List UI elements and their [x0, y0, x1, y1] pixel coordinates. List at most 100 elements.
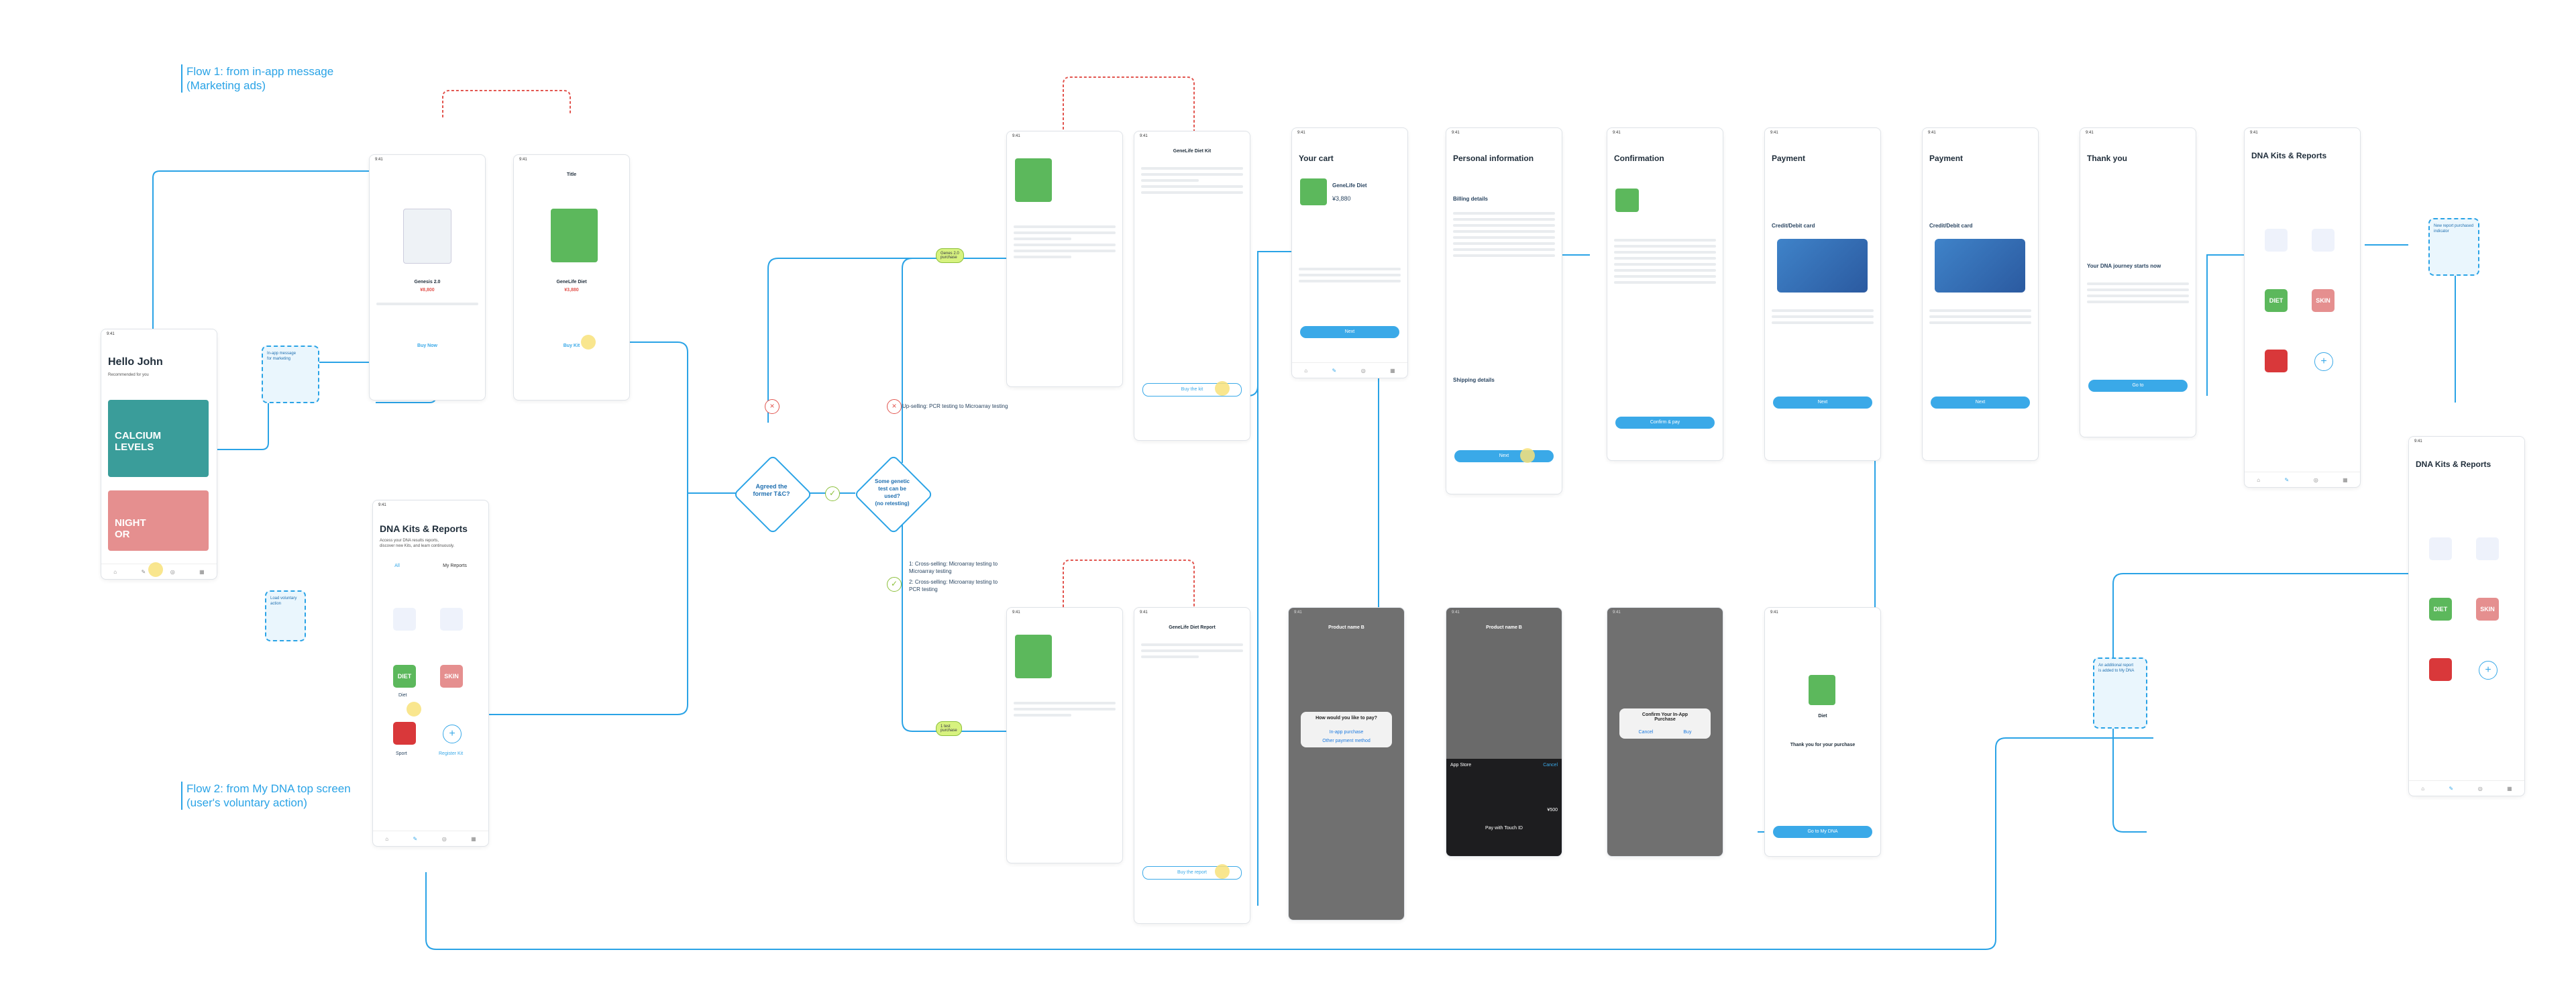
- app-store-label: App Store: [1450, 763, 1472, 768]
- screen-thank-you: 9:41 Thank you Your DNA journey starts n…: [2080, 127, 2196, 437]
- kits-hotspot: [407, 702, 421, 717]
- thanks2-go[interactable]: Go to My DNA: [1773, 826, 1872, 838]
- app-store-price: ¥500: [1547, 808, 1558, 812]
- cart-item: GeneLife Diet: [1332, 182, 1367, 189]
- screen-report-diet: 9:41 GeneLife Diet Report Buy the report: [1134, 607, 1250, 924]
- tile-myself[interactable]: [393, 608, 416, 631]
- screen-home: 9:41 Hello John Recommended for you CALC…: [101, 329, 217, 580]
- screen-product-b-2: 9:41 Product name B App Store Cancel ¥50…: [1446, 607, 1562, 857]
- diet-buy-link[interactable]: Buy Kit: [563, 344, 580, 348]
- personal-title: Personal information: [1453, 154, 1534, 163]
- credit-card-back: [1935, 239, 2025, 293]
- genesis-buy-link[interactable]: Buy Now: [417, 344, 437, 348]
- tag-genes: Genes 2.0 purchase: [936, 248, 964, 263]
- cart-title: Your cart: [1299, 154, 1334, 163]
- app-store-cancel[interactable]: Cancel: [1543, 763, 1558, 768]
- iap-cancel[interactable]: Cancel: [1638, 730, 1654, 735]
- payment1-card-label: Credit/Debit card: [1772, 223, 1815, 229]
- note-voluntary: Load voluntary action: [265, 590, 306, 641]
- home-greeting: Hello John: [108, 356, 163, 368]
- tile-sport[interactable]: [393, 722, 416, 745]
- genesis-box-image: [403, 209, 451, 264]
- billing-label: Billing details: [1453, 196, 1489, 202]
- report-diet-title: GeneLife Diet Report: [1169, 625, 1216, 630]
- thanks-go[interactable]: Go to: [2088, 380, 2188, 392]
- iap-buy[interactable]: Buy: [1683, 730, 1692, 735]
- tile-sport-label: Sport: [396, 751, 407, 756]
- screen-confirm-iap: 9:41 Confirm Your In-App Purchase Cancel…: [1607, 607, 1723, 857]
- kits-tab-reports[interactable]: My Reports: [443, 564, 467, 568]
- home-banner-calcium[interactable]: CALCIUM LEVELS: [108, 400, 209, 477]
- kits1-title: DNA Kits & Reports: [2251, 151, 2327, 160]
- cart-price: ¥3,880: [1332, 195, 1351, 202]
- product-b1-title: Product name B: [1328, 625, 1364, 630]
- decision-agreed-text: Agreed the former T&C?: [753, 483, 790, 497]
- app-store-sheet: App Store Cancel ¥500 Pay with Touch ID: [1446, 759, 1562, 856]
- kits-tabs: All My Reports: [373, 564, 488, 568]
- screen-payment-1: 9:41 Payment Credit/Debit card Next: [1764, 127, 1881, 461]
- confirm-title: Confirmation: [1614, 154, 1664, 163]
- screen-cart: 9:41 Your cart GeneLife Diet ¥3,880 Next…: [1291, 127, 1408, 378]
- cart-next[interactable]: Next: [1300, 326, 1399, 338]
- touch-id-label[interactable]: Pay with Touch ID: [1485, 826, 1523, 831]
- screen-genes-overview: 9:41: [1006, 131, 1123, 387]
- register-kit-icon[interactable]: +: [443, 725, 462, 743]
- yes-icon-2: ✓: [887, 577, 902, 592]
- screen-payment-2: 9:41 Payment Credit/Debit card Next: [1922, 127, 2039, 461]
- screen-thanks-2: 9:41 Diet Thank you for your purchase Go…: [1764, 607, 1881, 857]
- decision-genetic-text: Some genetic test can be used? (no retes…: [874, 478, 910, 507]
- kits2-title: DNA Kits & Reports: [2416, 460, 2491, 469]
- kits-tab-all[interactable]: All: [394, 564, 400, 568]
- screen-kit-diet: 9:41 GeneLife Diet Kit Buy the kit: [1134, 131, 1250, 441]
- note-upsell: Up-selling: PCR testing to Microarray te…: [902, 403, 1008, 409]
- screen-kits-flow2: 9:41 DNA Kits & Reports Access your DNA …: [372, 500, 489, 847]
- personal-next[interactable]: Next: [1454, 450, 1554, 462]
- genesis-name: Genesis 2.0: [414, 280, 441, 284]
- product-b2-title: Product name B: [1486, 625, 1522, 630]
- kits-desc: Access your DNA results reports, discove…: [380, 539, 455, 548]
- thanks-journey: Your DNA journey starts now: [2087, 263, 2161, 269]
- note-marketing: In-app message for marketing: [262, 346, 319, 403]
- diet-hotspot: [581, 335, 596, 350]
- home-banner-night[interactable]: NIGHT OR: [108, 490, 209, 551]
- thanks2-msg: Thank you for your purchase: [1790, 743, 1856, 747]
- tile-skin[interactable]: SKIN: [440, 665, 463, 688]
- payment2-next[interactable]: Next: [1931, 397, 2030, 409]
- payment2-title: Payment: [1929, 154, 1964, 163]
- flow1-label: Flow 1: from in-app message (Marketing a…: [181, 64, 333, 93]
- diet-price: ¥3,880: [564, 288, 579, 293]
- screen-personal: 9:41 Personal information Billing detail…: [1446, 127, 1562, 494]
- genesis-price: ¥8,800: [420, 288, 435, 293]
- kit-diet-title: GeneLife Diet Kit: [1173, 149, 1212, 154]
- pay-method-other[interactable]: Other payment method: [1322, 739, 1371, 743]
- iap-modal-title: Confirm Your In-App Purchase: [1642, 712, 1688, 722]
- home-hotspot: [148, 562, 163, 577]
- diet-screen-title: Title: [566, 172, 577, 177]
- note-cross1: 1: Cross-selling: Microarray testing to …: [909, 561, 998, 574]
- register-kit-label: Register Kit: [439, 751, 464, 756]
- no-icon: ×: [765, 399, 780, 414]
- thanks-title: Thank you: [2087, 154, 2128, 163]
- screen-detail-diet: 9:41 Title GeneLife Diet ¥3,880 Buy Kit: [513, 154, 630, 401]
- flow2-label: Flow 2: from My DNA top screen (user's v…: [181, 782, 351, 810]
- screen-report-overview: 9:41: [1006, 607, 1123, 863]
- tile-genesis[interactable]: [440, 608, 463, 631]
- note-added-report: An additional report is added to My DNA: [2093, 657, 2147, 729]
- thanks2-item: Diet: [1818, 714, 1827, 719]
- kits-title: DNA Kits & Reports: [380, 523, 468, 534]
- confirm-pay[interactable]: Confirm & pay: [1615, 417, 1715, 429]
- diet-box-image: [551, 209, 598, 262]
- shipping-label: Shipping details: [1453, 377, 1495, 383]
- payment2-card-label: Credit/Debit card: [1929, 223, 1973, 229]
- payment1-title: Payment: [1772, 154, 1806, 163]
- pay-method-iap[interactable]: In-app purchase: [1329, 730, 1364, 735]
- screen-detail-genesis: 9:41 Genesis 2.0 ¥8,800 Buy Now: [369, 154, 486, 401]
- yes-icon: ✓: [825, 486, 840, 501]
- tile-diet[interactable]: DIET: [393, 665, 416, 688]
- payment1-next[interactable]: Next: [1773, 397, 1872, 409]
- diet-name: GeneLife Diet: [556, 280, 587, 284]
- note-cross2: 2: Cross-selling: Microarray testing to …: [909, 579, 998, 592]
- screen-kits-result-2: 9:41 DNA Kits & Reports DIET SKIN + ⌂✎◎▦: [2408, 436, 2525, 796]
- screen-kits-result-1: 9:41 DNA Kits & Reports DIET SKIN + ⌂✎◎▦: [2244, 127, 2361, 488]
- screen-product-b-1: 9:41 Product name B How would you like t…: [1288, 607, 1405, 920]
